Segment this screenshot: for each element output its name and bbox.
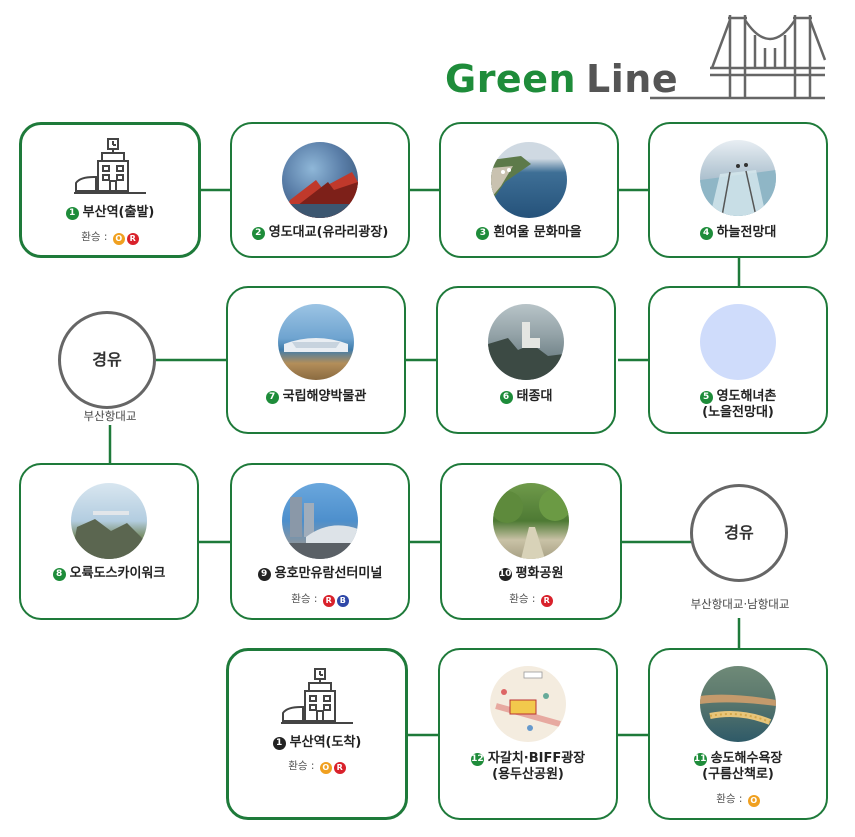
stop-photo-sky-observatory: [700, 140, 776, 216]
stop-label: 영도대교(유라리광장): [268, 225, 389, 240]
transfer-line-badge: R: [333, 762, 346, 774]
stop-number-badge: 1: [272, 737, 286, 750]
stop-photo-maritime-museum: [278, 304, 354, 380]
via-caption: 부산항대교: [83, 409, 137, 423]
transfer-line-badge: R: [540, 595, 553, 607]
via-marker-harbor-and-namhang-bridges: 경유: [690, 484, 788, 582]
stop-label: 용호만유람선터미널: [274, 566, 383, 581]
transfer-info: 환승 : O: [650, 791, 826, 807]
stop-label: 국립해양박물관: [282, 389, 367, 404]
stop-number-badge: 10: [498, 568, 512, 581]
stop-photo-placeholder: [700, 304, 776, 380]
stop-label: 송도해수욕장: [710, 751, 783, 766]
transfer-line-badge: B: [336, 595, 349, 607]
stop-label: 흰여울 문화마을: [493, 225, 582, 240]
stop-name-sub: (노을전망대): [702, 405, 774, 420]
transfer-label: 환승 :: [291, 593, 318, 605]
stop-number-badge: 7: [265, 391, 279, 404]
transfer-label: 환승 :: [716, 793, 743, 805]
via-caption: 부산항대교·남항대교: [690, 597, 790, 611]
stop-name-sub: (용두산공원): [492, 767, 564, 782]
stop-name-sub: (구름산책로): [702, 767, 774, 782]
train-station-icon: [281, 667, 353, 725]
stop-label: 부산역(출발): [82, 205, 155, 220]
stop-label: 오륙도스카이워크: [69, 566, 166, 581]
transfer-line-badge: R: [126, 233, 139, 245]
transfer-label: 환승 :: [509, 593, 536, 605]
stop-number-badge: 4: [699, 227, 713, 240]
stop-number-badge: 2: [251, 227, 265, 240]
stop-number-badge: 12: [470, 753, 484, 766]
stop-label: 영도해녀촌: [716, 389, 777, 404]
title-line: Line: [586, 57, 679, 101]
transfer-line-badge: O: [747, 795, 760, 807]
stop-number-badge: 1: [65, 207, 79, 220]
stop-number-badge: 5: [699, 391, 713, 404]
stop-photo-jagalchi-map: [490, 666, 566, 742]
stop-number-badge: 6: [499, 391, 513, 404]
transfer-label: 환승 :: [81, 231, 108, 243]
via-label: 경유: [92, 350, 122, 369]
stop-photo-taejongdae: [488, 304, 564, 380]
via-marker-busan-harbor-bridge: 경유: [58, 311, 156, 409]
bridge-icon: [650, 15, 827, 100]
transfer-info: 환승 : R: [442, 591, 620, 607]
stop-label: 태종대: [516, 389, 553, 404]
stop-photo-oryukdo-skywalk: [71, 483, 147, 559]
transfer-line-badge: O: [319, 762, 332, 774]
via-label: 경유: [724, 523, 754, 542]
stop-number-badge: 9: [257, 568, 271, 581]
stop-photo-peace-park: [493, 483, 569, 559]
stop-photo-yeongdo-bridge: [282, 142, 358, 218]
stop-number-badge: 8: [52, 568, 66, 581]
transfer-line-badge: O: [112, 233, 125, 245]
stop-number-badge: 3: [476, 227, 490, 240]
stop-label: 자갈치·BIFF광장: [487, 751, 586, 766]
stop-photo-yongho-cruise-terminal: [282, 483, 358, 559]
transfer-label: 환승 :: [288, 760, 315, 772]
train-station-icon: [74, 137, 146, 195]
stop-label: 하늘전망대: [716, 225, 777, 240]
stop-photo-huinnyeoul-village: [491, 142, 567, 218]
stop-photo-songdo-beach: [700, 666, 776, 742]
stop-number-badge: 11: [693, 753, 707, 766]
stop-label: 부산역(도착): [289, 735, 362, 750]
stop-label: 평화공원: [515, 566, 564, 581]
title-green: Green: [445, 57, 577, 101]
transfer-line-badge: R: [322, 595, 335, 607]
